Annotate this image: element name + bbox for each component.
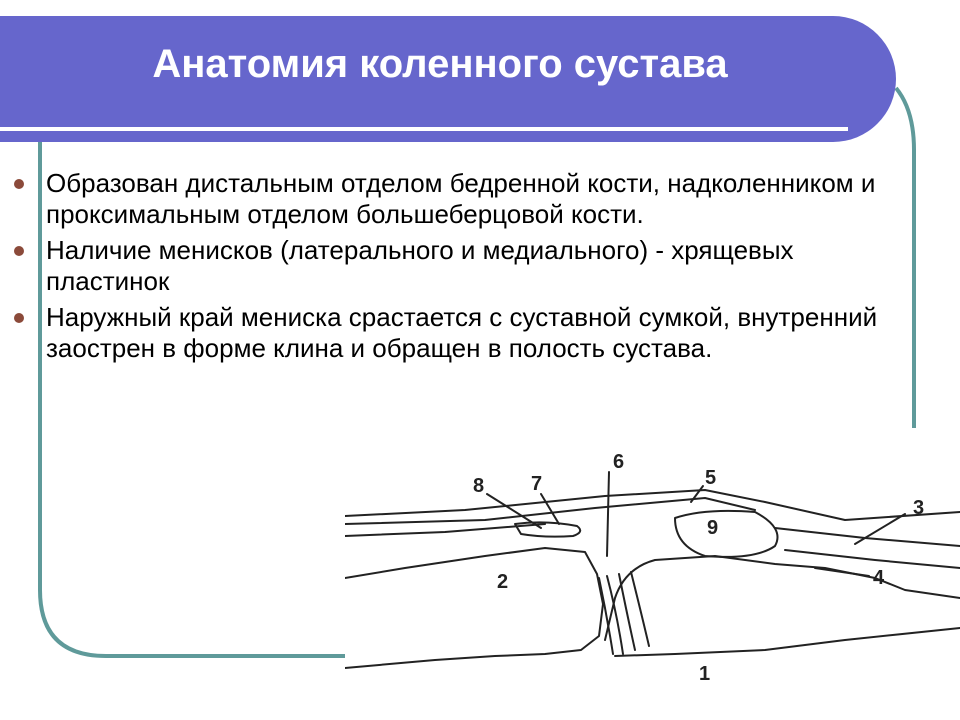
title-underline	[0, 127, 848, 131]
bullet-text: Образован дистальным отделом бедренной к…	[46, 168, 876, 229]
label-7: 7	[531, 473, 542, 495]
bullet-item: Наличие менисков (латерального и медиаль…	[14, 235, 904, 297]
label-4: 4	[873, 567, 885, 589]
bullet-dot-icon	[14, 313, 24, 323]
bullet-text: Наличие менисков (латерального и медиаль…	[46, 235, 794, 296]
knee-joint-drawing: 1 2 3 4 5 6 7 8 9	[344, 451, 960, 685]
bullet-text: Наружный край мениска срастается с суста…	[46, 302, 878, 363]
bullet-item: Образован дистальным отделом бедренной к…	[14, 168, 904, 230]
knee-joint-diagram: 1 2 3 4 5 6 7 8 9	[344, 428, 960, 700]
label-8: 8	[473, 475, 484, 497]
label-2: 2	[497, 571, 508, 593]
bullet-list: Образован дистальным отделом бедренной к…	[14, 168, 904, 369]
label-9: 9	[707, 517, 718, 539]
slide-title: Анатомия коленного сустава	[152, 42, 728, 86]
title-bar	[0, 16, 896, 142]
label-3: 3	[913, 497, 924, 519]
label-1: 1	[699, 663, 710, 685]
bullet-dot-icon	[14, 179, 24, 189]
label-5: 5	[705, 467, 716, 489]
label-6: 6	[613, 451, 624, 473]
bullet-dot-icon	[14, 246, 24, 256]
bullet-item: Наружный край мениска срастается с суста…	[14, 302, 904, 364]
